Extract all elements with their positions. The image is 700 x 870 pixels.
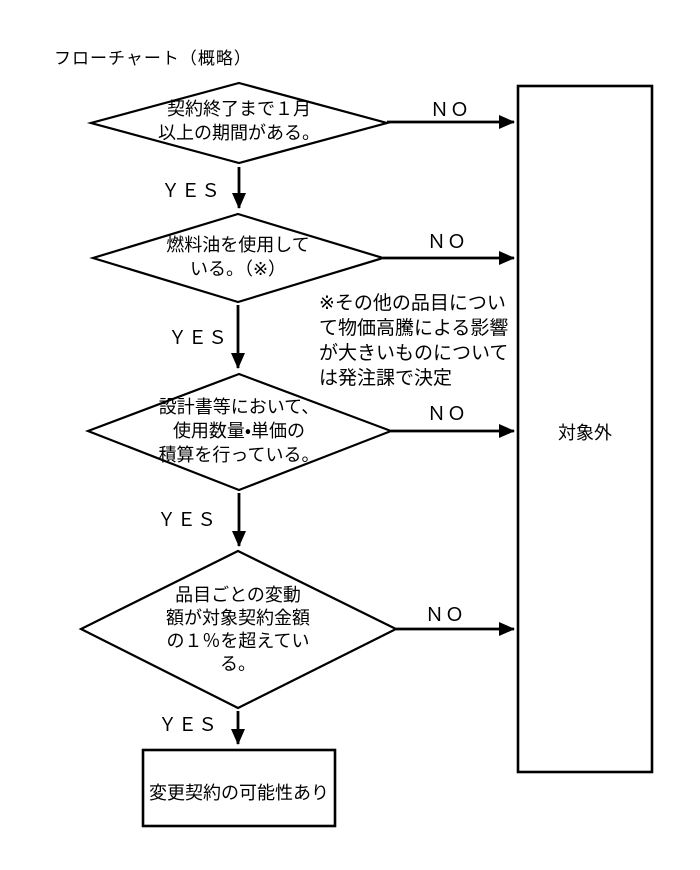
decision-3-label: 設計書等において、 使用数量・単価の 積算を行っている。 — [158, 397, 320, 466]
yes-label-3: ＹＥＳ — [156, 509, 217, 531]
no-label-1: ＮＯ — [429, 99, 470, 121]
decision-2-diamond — [89, 212, 387, 304]
decision-2-label: 燃料油を使用して いる。（※） — [166, 235, 310, 280]
decision-4-diamond — [78, 549, 399, 710]
decision-1-label: 契約終了まで１月 以上の期間がある。 — [158, 99, 320, 144]
no-label-2: ＮＯ — [426, 231, 467, 253]
decision-1-diamond — [86, 81, 392, 165]
possible-box — [141, 748, 337, 828]
excluded-label: 対象外 — [558, 423, 612, 444]
no-label-4: ＮＯ — [424, 604, 465, 626]
page-title: フローチャート（概略） — [54, 49, 252, 69]
yes-label-2: ＹＥＳ — [167, 327, 228, 349]
yes-label-4: ＹＥＳ — [157, 714, 218, 736]
excluded-box — [516, 84, 654, 774]
possible-label: 変更契約の可能性あり — [149, 783, 329, 804]
no-label-3: ＮＯ — [426, 403, 467, 425]
decision-4-label: 品目ごとの変動 額が対象契約金額 の１％を超えてい る。 — [166, 585, 310, 675]
yes-label-1: ＹＥＳ — [160, 180, 221, 202]
decision-3-diamond — [84, 372, 395, 492]
footnote: ※その他の品目につい て物価高騰による影響 が大きいものについて は発注課で決定 — [319, 292, 509, 389]
